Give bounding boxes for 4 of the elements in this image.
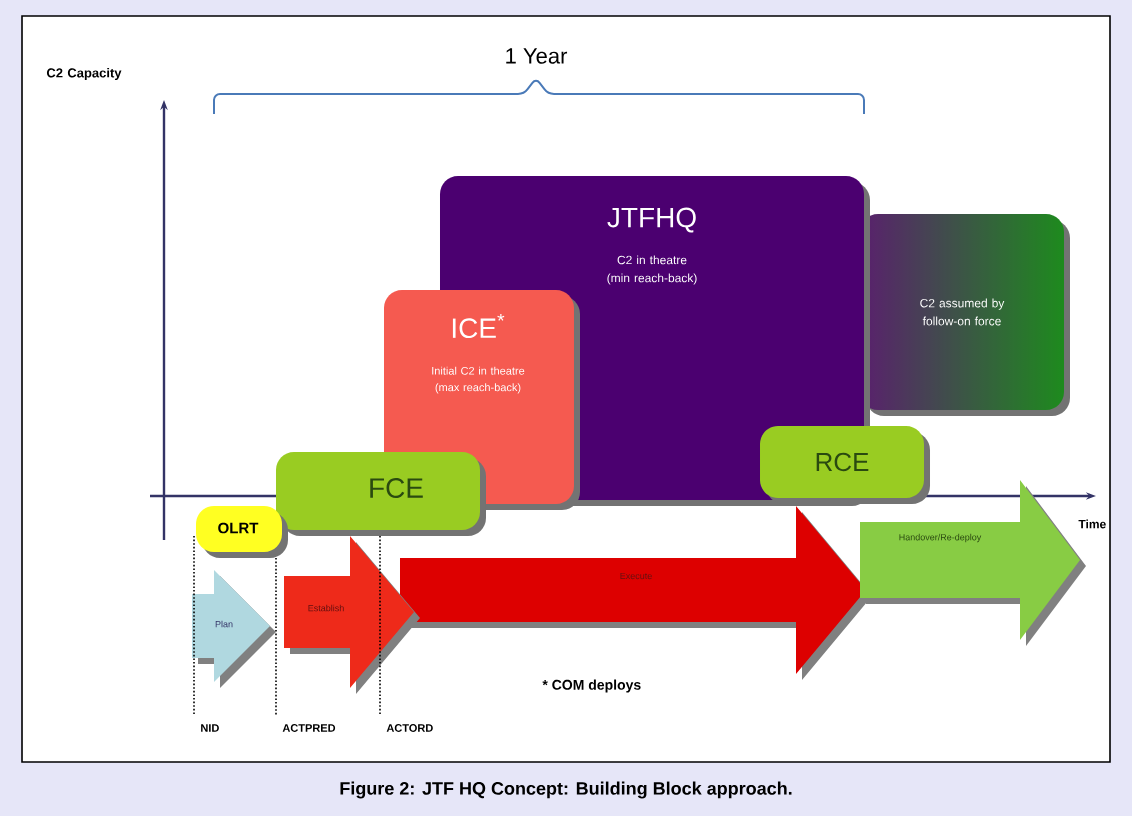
caption: Figure 2: JTF HQ Concept: Building Block approach. xyxy=(340,781,792,799)
rounded-box: FCE xyxy=(276,452,486,536)
rounded-box: RCE xyxy=(760,426,930,504)
bracket-label: 1 Year xyxy=(506,48,568,64)
